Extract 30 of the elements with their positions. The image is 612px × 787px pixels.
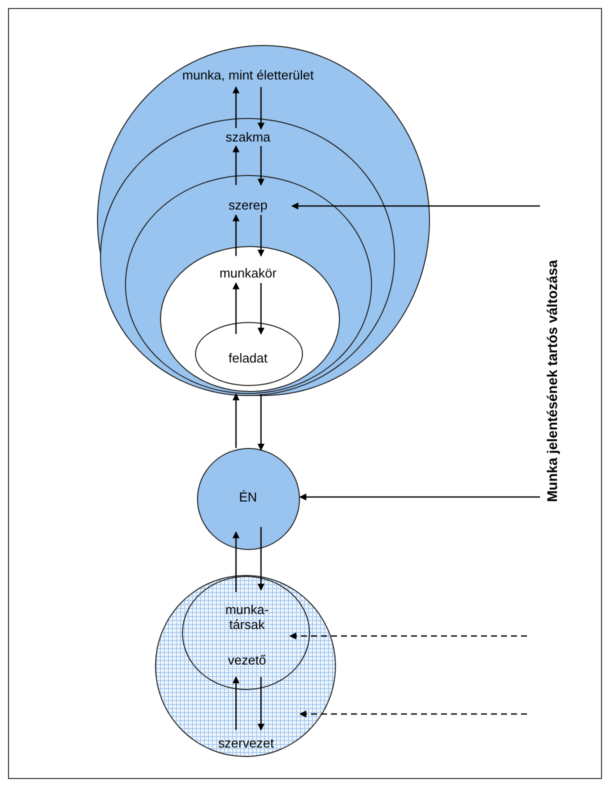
arrow [232,393,240,448]
node-label: ÉN [238,490,258,504]
dashed-arrow [299,710,527,718]
arrow [299,494,540,500]
node-label: munkakör [219,266,277,280]
node-label: szakma [226,130,270,144]
arrow [258,527,264,591]
circle-node [195,322,303,386]
arrow [232,214,240,256]
node-label: munka, mint életterület [182,68,314,82]
node-label: feladat [228,350,268,366]
arrow [258,146,264,186]
node-label: vezető [228,652,266,668]
node-label: szerep [228,198,268,212]
dashed-arrow [289,632,527,640]
arrow [232,145,240,185]
node-label: munka- társak [224,602,270,632]
node-label: szervezet [218,736,274,750]
arrow [291,202,540,210]
arrow [258,677,264,731]
arrow [232,531,240,592]
arrow [258,394,264,451]
arrow [258,87,264,130]
arrow [232,676,240,730]
arrow [232,282,240,334]
arrow [232,86,240,128]
arrow [258,283,264,335]
vertical-label: Munka jelentésének tartós változása [540,213,564,550]
arrow [258,215,264,257]
circle-node [182,576,310,690]
